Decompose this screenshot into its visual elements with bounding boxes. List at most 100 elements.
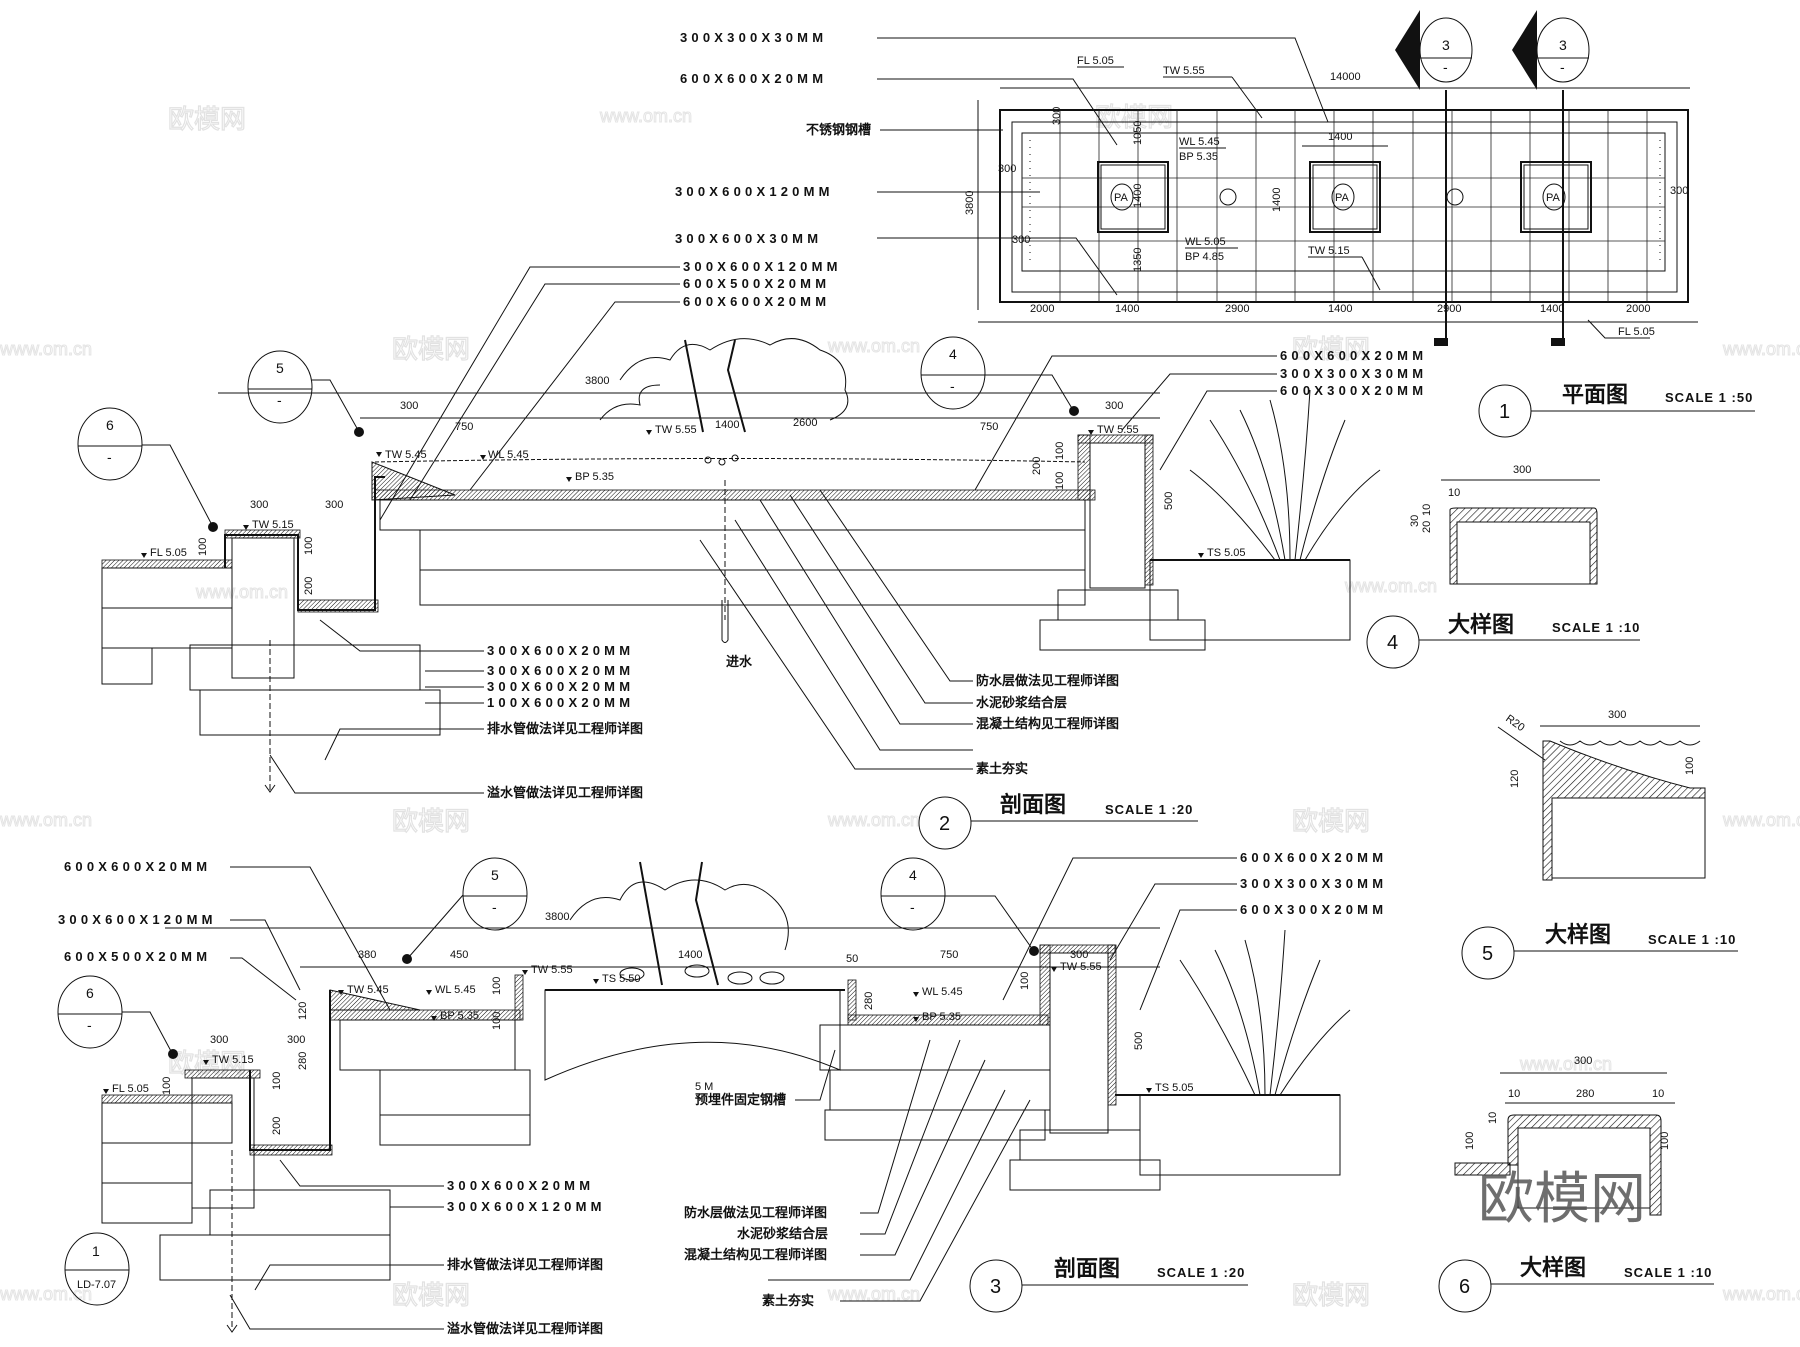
svg-text:280: 280 [1576, 1088, 1594, 1100]
svg-text:PA: PA [1335, 192, 1350, 204]
svg-text:水泥砂浆结合层: 水泥砂浆结合层 [737, 1226, 828, 1242]
detail-callout-6[interactable]: 6 - [57, 975, 178, 1059]
plan-label-300x600x120: 300X600X120MM [675, 184, 834, 199]
svg-text:SCALE 1 :20: SCALE 1 :20 [1157, 1265, 1245, 1280]
tree-illustration [569, 861, 789, 986]
svg-text:300: 300 [325, 499, 343, 511]
svg-text:排水管做法详见工程师详图: 排水管做法详见工程师详图 [447, 1257, 603, 1273]
svg-text:10: 10 [1421, 504, 1433, 516]
grass-illustration [1179, 929, 1351, 1096]
svg-text:SCALE 1 :50: SCALE 1 :50 [1665, 390, 1753, 405]
plan-view: 300X300X30MM 600X600X20MM 不锈钢钢槽 300X600X… [675, 10, 1755, 438]
svg-text:200: 200 [303, 577, 315, 595]
detail-callout-4[interactable]: 4 - [880, 857, 1039, 956]
svg-text:750: 750 [980, 421, 998, 433]
svg-text:750: 750 [455, 421, 473, 433]
svg-text:300X600X120MM: 300X600X120MM [683, 259, 842, 274]
svg-text:300: 300 [1070, 949, 1088, 961]
svg-text:混凝土结构见工程师详图: 混凝土结构见工程师详图 [684, 1247, 827, 1263]
svg-text:300: 300 [1051, 107, 1063, 125]
svg-text:100: 100 [491, 1012, 503, 1030]
svg-text:BP 5.35: BP 5.35 [922, 1011, 961, 1023]
svg-text:4: 4 [909, 867, 917, 883]
svg-text:50: 50 [846, 953, 858, 965]
svg-text:素土夯实: 素土夯实 [762, 1293, 814, 1309]
svg-text:100: 100 [1684, 757, 1696, 775]
svg-text:300X600X20MM: 300X600X20MM [487, 643, 634, 658]
detail-callout-5[interactable]: 5 - [247, 350, 364, 437]
watermark-url: www.om.cn [0, 339, 92, 359]
plan-bottom-dims: 2000 1400 2900 1400 2900 1400 2000 [1030, 303, 1650, 315]
plan-outline [999, 109, 1689, 303]
svg-text:-: - [1443, 59, 1448, 75]
watermark-url: www.om.cn [827, 336, 920, 356]
svg-text:溢水管做法详见工程师详图: 溢水管做法详见工程师详图 [447, 1321, 603, 1337]
detail4-title-block: 4 大样图 SCALE 1 :10 [1366, 612, 1640, 669]
watermark-brand: 欧模网 [392, 807, 470, 837]
plan-label-steel-channel: 不锈钢钢槽 [806, 122, 871, 138]
svg-text:300: 300 [1608, 709, 1626, 721]
svg-text:10: 10 [1448, 487, 1460, 499]
svg-text:3: 3 [1442, 37, 1450, 53]
svg-text:TS 5.50: TS 5.50 [602, 973, 641, 985]
section-marker[interactable]: 3 - [1512, 10, 1590, 346]
plan-dim-overall-width: 3800 [964, 191, 976, 215]
watermark-url: www.om.cn [0, 1284, 92, 1304]
svg-text:1: 1 [1499, 401, 1510, 423]
svg-text:300X600X20MM: 300X600X20MM [487, 663, 634, 678]
watermark-brand-large: 欧模网 [1478, 1167, 1646, 1232]
svg-text:10: 10 [1652, 1088, 1664, 1100]
svg-text:300: 300 [1012, 234, 1030, 246]
sheet-reference-callout[interactable]: 1 LD-7.07 [64, 1232, 130, 1306]
fountain-basin: PA [1309, 161, 1381, 233]
section-2: 300X600X120MM 600X500X20MM 600X600X20MM … [77, 259, 1427, 850]
jet-nozzle-icon [1446, 188, 1464, 206]
watermark-url: www.om.cn [195, 582, 288, 602]
svg-text:TW 5.15: TW 5.15 [1308, 245, 1350, 257]
svg-text:600X500X20MM: 600X500X20MM [64, 949, 211, 964]
section-marker[interactable]: 3 - [1395, 10, 1473, 346]
svg-text:600X600X20MM: 600X600X20MM [1240, 850, 1387, 865]
svg-text:300: 300 [1513, 464, 1531, 476]
svg-text:1400: 1400 [1540, 303, 1564, 315]
svg-text:大样图: 大样图 [1545, 922, 1611, 948]
svg-text:TS 5.05: TS 5.05 [1207, 547, 1246, 559]
svg-text:SCALE 1 :10: SCALE 1 :10 [1648, 932, 1736, 947]
svg-text:2900: 2900 [1437, 303, 1461, 315]
svg-text:1400: 1400 [1115, 303, 1139, 315]
plan-title-block: 1 平面图 SCALE 1 :50 [1478, 383, 1755, 438]
svg-text:600X300X20MM: 600X300X20MM [1280, 383, 1427, 398]
svg-text:300: 300 [250, 499, 268, 511]
watermark-brand: 欧模网 [168, 105, 246, 135]
watermark-brand: 欧模网 [1095, 103, 1173, 133]
watermark-brand: 欧模网 [1292, 335, 1370, 365]
svg-text:100: 100 [303, 537, 315, 555]
detail-callout-4[interactable]: 4 - [920, 336, 1079, 416]
svg-text:1400: 1400 [678, 949, 702, 961]
detail6-title-block: 6 大样图 SCALE 1 :10 [1438, 1255, 1714, 1313]
svg-text:300X600X120MM: 300X600X120MM [58, 912, 217, 927]
svg-text:100: 100 [491, 977, 503, 995]
svg-text:20: 20 [1421, 521, 1433, 533]
svg-text:3800: 3800 [585, 375, 609, 387]
svg-text:5 M: 5 M [695, 1081, 713, 1093]
svg-text:BP 5.35: BP 5.35 [440, 1010, 479, 1022]
svg-text:100X600X20MM: 100X600X20MM [487, 695, 634, 710]
svg-text:300X600X20MM: 300X600X20MM [487, 679, 634, 694]
svg-text:FL 5.05: FL 5.05 [1077, 55, 1114, 67]
svg-text:450: 450 [450, 949, 468, 961]
svg-text:100: 100 [271, 1072, 283, 1090]
svg-text:WL 5.45: WL 5.45 [488, 449, 529, 461]
detail-callout-6[interactable]: 6 - [77, 407, 218, 532]
svg-text:200: 200 [271, 1117, 283, 1135]
svg-text:300X600X120MM: 300X600X120MM [447, 1199, 606, 1214]
watermark-url: www.om.cn [1722, 1284, 1800, 1304]
svg-text:3800: 3800 [545, 911, 569, 923]
watermark-url: www.om.cn [599, 106, 692, 126]
detail-callout-5[interactable]: 5 - [402, 857, 528, 964]
svg-text:大样图: 大样图 [1448, 612, 1514, 638]
svg-text:1350: 1350 [1132, 248, 1144, 272]
svg-text:500: 500 [1133, 1032, 1145, 1050]
svg-text:300: 300 [1105, 400, 1123, 412]
